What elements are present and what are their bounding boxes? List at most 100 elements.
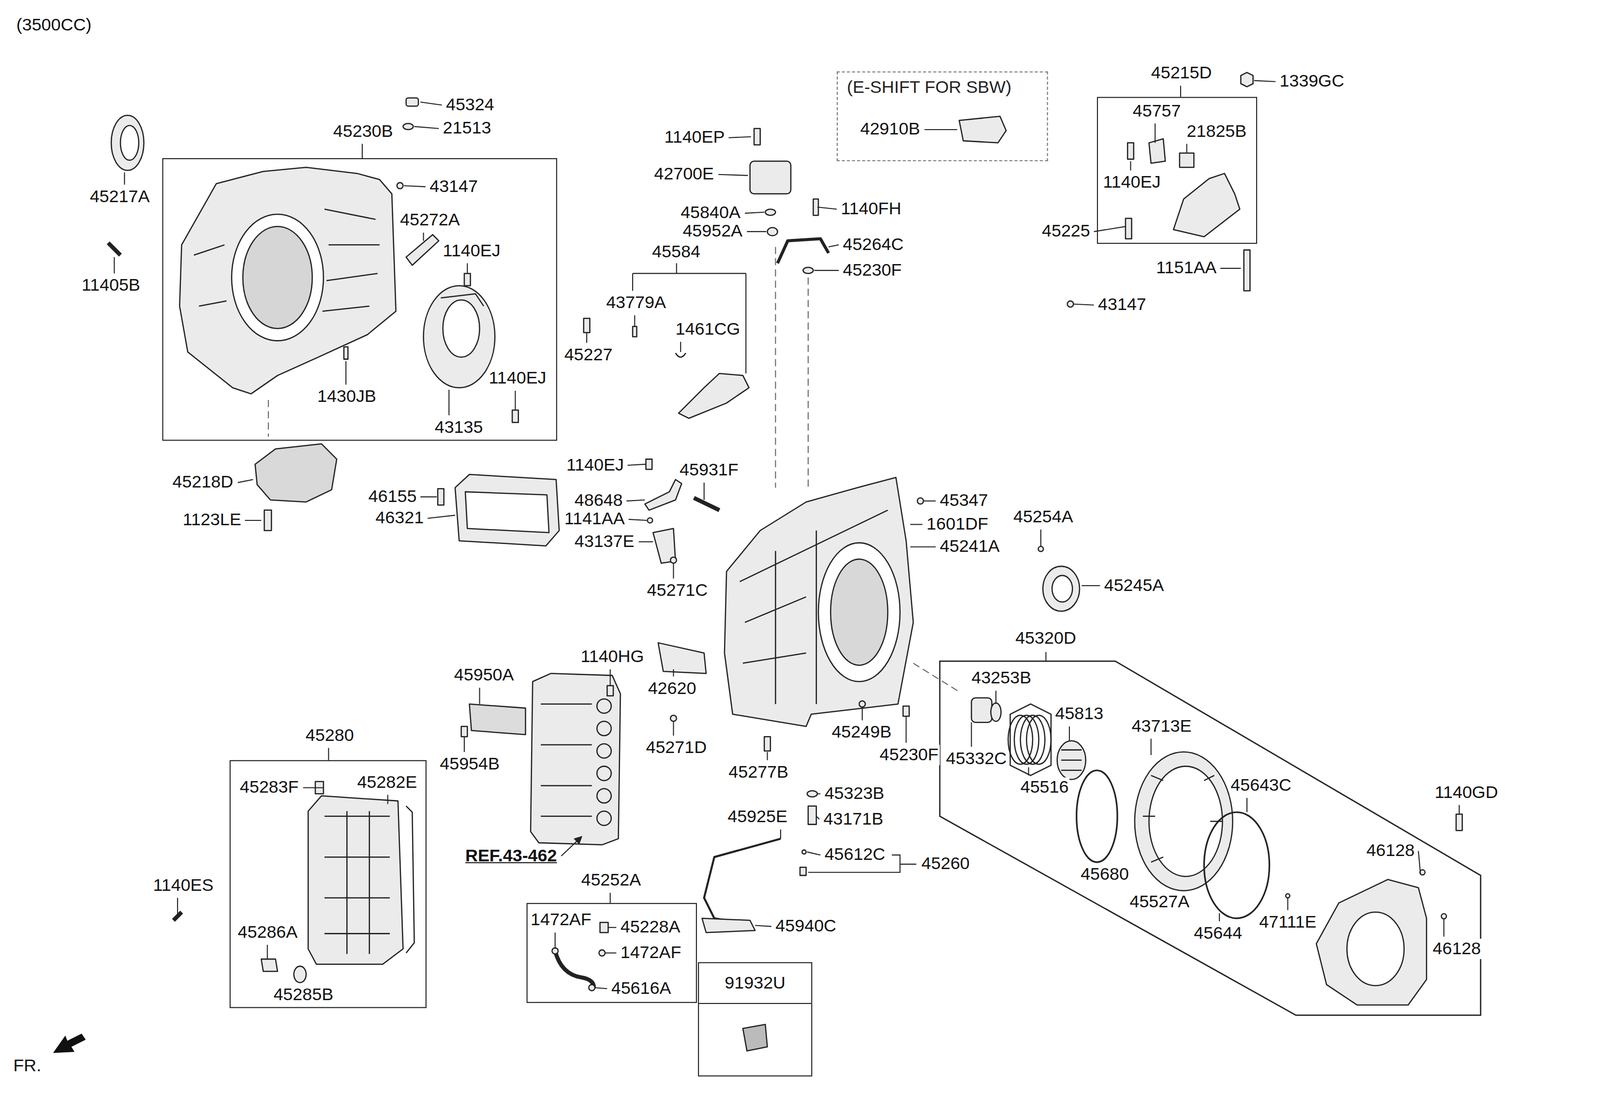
callout-number: 1123LE bbox=[181, 510, 243, 531]
part-drawing bbox=[802, 267, 814, 274]
leader-line bbox=[1150, 738, 1152, 756]
part-drawing bbox=[540, 704, 592, 817]
callout-number: 45254A bbox=[1012, 507, 1075, 528]
callout-number: 45680 bbox=[1079, 864, 1130, 885]
leader-line bbox=[113, 257, 115, 274]
part-drawing bbox=[645, 459, 652, 470]
heading-leader bbox=[327, 747, 329, 760]
part-drawing bbox=[512, 410, 519, 423]
part-drawing bbox=[596, 788, 612, 804]
callout-number: 11405B bbox=[80, 275, 142, 296]
leader-line bbox=[910, 546, 936, 548]
callout-number: 45954B bbox=[438, 754, 501, 774]
part-drawing bbox=[607, 685, 614, 697]
part-drawing bbox=[971, 697, 992, 723]
part-drawing bbox=[777, 238, 829, 264]
leader-line bbox=[627, 464, 646, 466]
leader-line bbox=[387, 794, 389, 804]
part-drawing bbox=[765, 208, 776, 216]
part-drawing bbox=[678, 373, 750, 419]
leader-line bbox=[1154, 123, 1156, 143]
callout-number: 45241A bbox=[938, 536, 1001, 557]
part-drawing bbox=[818, 542, 901, 682]
callout-number: 1601DF bbox=[925, 514, 990, 534]
part-drawing bbox=[740, 510, 889, 705]
callout-number: 21513 bbox=[442, 118, 493, 139]
leader-line bbox=[554, 932, 556, 949]
part-drawing bbox=[750, 161, 791, 194]
callout-number: 46155 bbox=[367, 486, 418, 507]
leader-line bbox=[1418, 850, 1421, 874]
part-drawing bbox=[774, 247, 776, 489]
part-drawing bbox=[658, 642, 707, 674]
leader-line bbox=[177, 898, 178, 917]
part-drawing bbox=[600, 922, 609, 933]
part-drawing bbox=[402, 123, 414, 130]
part-drawing bbox=[670, 557, 677, 564]
part-drawing bbox=[1316, 879, 1427, 1006]
part-drawing bbox=[647, 518, 653, 524]
callout-number: 45516 bbox=[1019, 777, 1070, 798]
callout-number: 1151AA bbox=[1155, 258, 1218, 279]
part-drawing bbox=[675, 353, 686, 357]
callout-number: 1140HG bbox=[579, 647, 645, 667]
callout-number: 1141AA bbox=[563, 509, 626, 530]
leader-line bbox=[755, 925, 772, 927]
callout-number: 1140EJ bbox=[565, 455, 625, 475]
assembly-lines bbox=[268, 247, 960, 693]
callout-number: 45813 bbox=[1053, 704, 1105, 725]
leader-line bbox=[303, 787, 324, 789]
callout-number: 45230F bbox=[842, 260, 904, 281]
callout-number: 48648 bbox=[573, 490, 624, 511]
part-drawing bbox=[469, 704, 526, 735]
leader-line bbox=[420, 496, 437, 498]
part-drawing bbox=[1203, 812, 1270, 919]
callout-number: 1140EJ bbox=[1101, 172, 1162, 193]
leader-line bbox=[345, 361, 347, 386]
part-drawing bbox=[596, 766, 612, 781]
leader-line bbox=[514, 390, 516, 411]
part-drawing bbox=[704, 838, 781, 924]
callout-number: 45264C bbox=[842, 234, 905, 255]
leader-line bbox=[237, 479, 254, 483]
callout-number: 45757 bbox=[1131, 101, 1183, 121]
part-drawing bbox=[308, 796, 403, 965]
part-drawing bbox=[596, 698, 612, 714]
callout-number: 1140GD bbox=[1433, 782, 1499, 803]
part-drawing bbox=[406, 806, 415, 954]
callout-number: 45644 bbox=[1192, 923, 1244, 944]
callout-number: 45612C bbox=[823, 844, 887, 865]
callout-number: 45285B bbox=[272, 984, 335, 1005]
part-drawing bbox=[193, 208, 380, 312]
part-drawing bbox=[1061, 750, 1082, 771]
part-drawing bbox=[406, 98, 419, 107]
leader-line bbox=[634, 315, 636, 327]
part-drawing bbox=[267, 400, 269, 437]
callout-number: 45272A bbox=[399, 210, 461, 231]
leader-line bbox=[816, 816, 820, 820]
reference-note: REF.43-462 bbox=[464, 845, 559, 866]
leader-line bbox=[1443, 919, 1445, 937]
leader-line bbox=[814, 269, 840, 271]
group-heading: 45252A bbox=[578, 870, 643, 891]
leader-line bbox=[1073, 304, 1094, 306]
part-drawing bbox=[242, 226, 312, 329]
callout-number: 1140EP bbox=[663, 127, 726, 148]
callout-number: 45527A bbox=[1128, 891, 1191, 912]
leader-line bbox=[1028, 767, 1030, 776]
leader-line bbox=[703, 482, 705, 501]
leader-line bbox=[746, 231, 767, 233]
part-drawing bbox=[1125, 218, 1132, 239]
callout-number: 1140EJ bbox=[442, 240, 502, 261]
part-drawing bbox=[959, 116, 1007, 144]
leader-line bbox=[244, 519, 262, 521]
callout-number: 45616A bbox=[610, 978, 673, 999]
leader-line bbox=[1094, 226, 1126, 232]
part-drawing bbox=[1076, 770, 1118, 863]
part-drawing bbox=[423, 285, 496, 388]
part-drawing bbox=[1010, 704, 1052, 776]
part-drawing bbox=[1456, 814, 1463, 831]
part-drawing bbox=[264, 510, 272, 531]
part-drawing bbox=[800, 867, 807, 876]
callout-number: 43779A bbox=[605, 292, 667, 313]
